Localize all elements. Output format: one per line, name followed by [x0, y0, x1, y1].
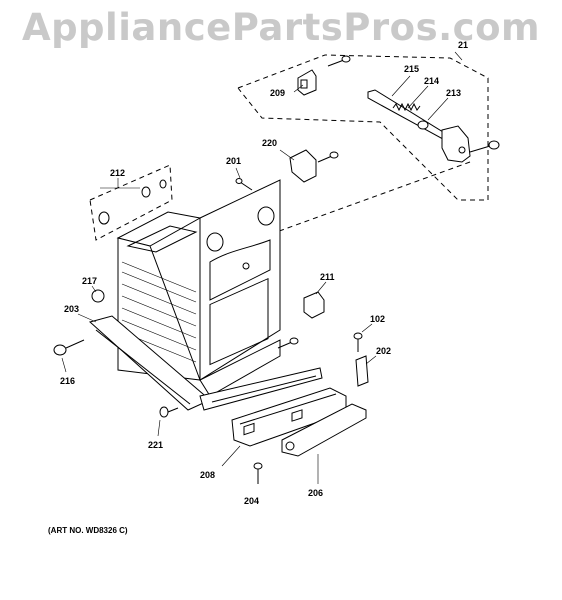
base-pan — [199, 367, 323, 411]
part-221-screw — [157, 406, 179, 437]
part-204-screw — [253, 462, 263, 484]
base-screw — [277, 337, 299, 349]
label-102: 102 — [370, 314, 385, 324]
part-220-bracket — [279, 149, 339, 183]
label-202: 202 — [376, 346, 391, 356]
label-204: 204 — [244, 496, 259, 506]
label-215: 215 — [404, 64, 419, 74]
label-213: 213 — [446, 88, 461, 98]
label-217: 217 — [82, 276, 97, 286]
leader-203 — [77, 313, 97, 323]
label-21: 21 — [458, 40, 468, 50]
part-211-clip — [303, 281, 327, 319]
watermark-text: AppliancePartsPros.com — [21, 6, 541, 49]
label-220: 220 — [262, 138, 277, 148]
label-211: 211 — [320, 272, 335, 282]
part-201-screw — [235, 167, 253, 191]
label-203: 203 — [64, 304, 79, 314]
label-209: 209 — [270, 88, 285, 98]
part-216-screw — [53, 339, 85, 373]
part-202-bracket — [355, 355, 377, 387]
part-212-knob-group — [89, 164, 173, 241]
part-102-screw — [353, 323, 373, 352]
label-201: 201 — [226, 156, 241, 166]
alignment-line — [259, 161, 471, 239]
label-221: 221 — [148, 440, 163, 450]
label-208: 208 — [200, 470, 215, 480]
label-216: 216 — [60, 376, 75, 386]
label-206: 206 — [308, 488, 323, 498]
part-217-nut — [91, 285, 105, 303]
part-206-handle — [281, 403, 367, 484]
door-latch-assembly-group — [237, 51, 500, 201]
art-number: (ART NO. WD8326 C) — [48, 526, 128, 535]
label-214: 214 — [424, 76, 439, 86]
cabinet-frame — [88, 179, 281, 411]
label-212: 212 — [110, 168, 125, 178]
